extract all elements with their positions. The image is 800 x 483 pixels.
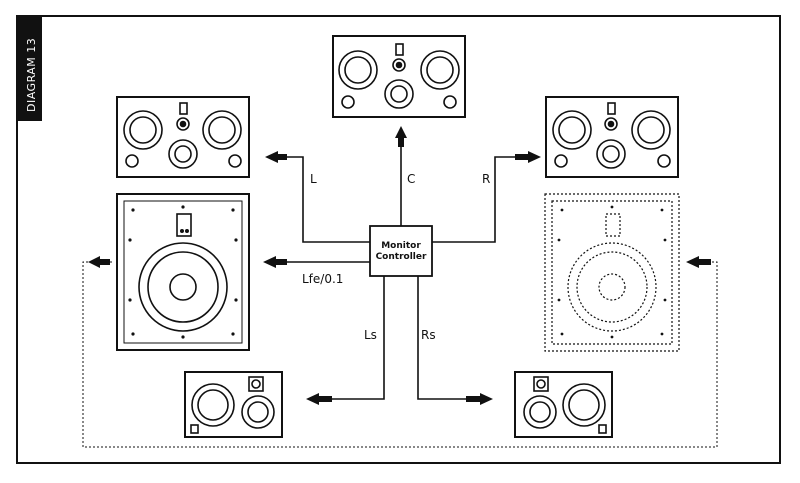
speaker-subwoofer-left — [116, 193, 250, 351]
arrow-center — [395, 126, 407, 138]
controller-line1: Monitor — [381, 241, 421, 251]
line-rs — [417, 276, 488, 400]
label-right: R — [482, 172, 490, 186]
speaker-right — [545, 96, 679, 178]
arrow-left — [265, 151, 278, 163]
line-left — [270, 156, 370, 243]
diagram-frame — [16, 15, 781, 464]
arrow-dotted-right — [686, 256, 699, 268]
speaker-right-surround — [514, 371, 613, 438]
label-center: C — [407, 172, 415, 186]
arrow-lfe — [263, 256, 276, 268]
controller-line2: Controller — [376, 252, 427, 262]
speaker-subwoofer-right — [544, 193, 680, 352]
monitor-controller: Monitor Controller — [369, 225, 433, 277]
arrow-right — [528, 151, 541, 163]
line-right — [432, 156, 535, 243]
label-left: L — [310, 172, 317, 186]
label-lfe: Lfe/0.1 — [302, 272, 343, 286]
label-rs: Rs — [421, 328, 436, 342]
diagram-tab: DIAGRAM 13 — [18, 17, 42, 121]
arrow-ls — [306, 393, 319, 405]
arrow-dotted-left — [88, 256, 100, 268]
diagram-label: DIAGRAM 13 — [25, 38, 38, 112]
line-dotted-loop — [82, 261, 718, 448]
arrowheads — [88, 126, 711, 405]
speaker-left — [116, 96, 250, 178]
arrow-rs — [480, 393, 493, 405]
speaker-left-surround — [184, 371, 283, 438]
line-ls — [312, 276, 385, 400]
speaker-center — [332, 35, 466, 118]
label-ls: Ls — [364, 328, 377, 342]
channel-labels: L C R Lfe/0.1 Ls Rs — [302, 172, 490, 342]
